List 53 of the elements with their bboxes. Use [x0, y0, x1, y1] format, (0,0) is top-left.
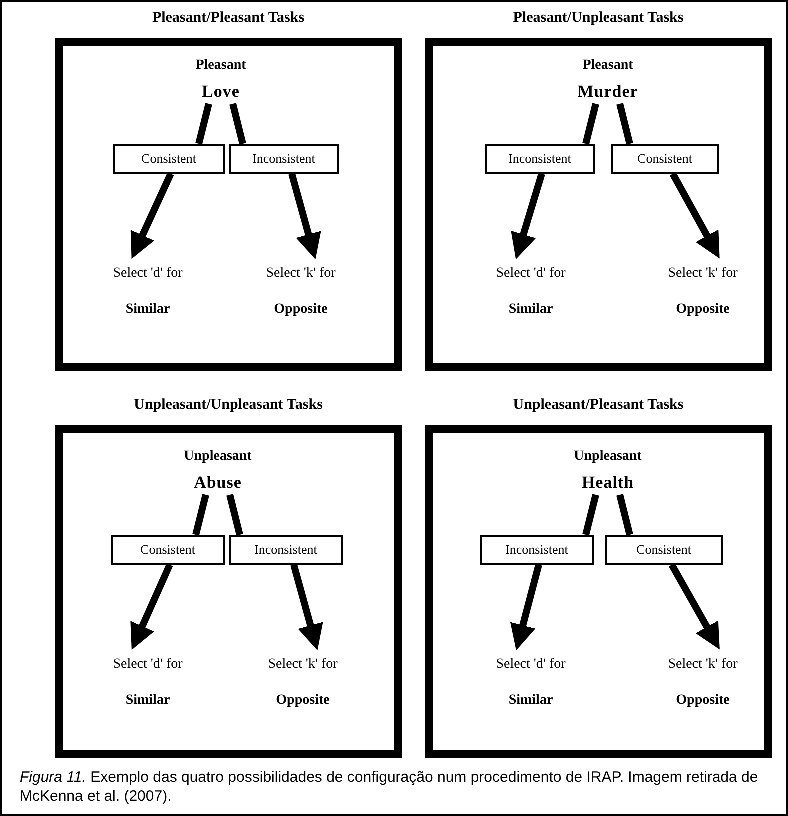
connector-line — [582, 494, 600, 536]
response-label: Opposite — [675, 302, 731, 318]
stimulus-word: Abuse — [193, 473, 243, 493]
arrow — [510, 564, 542, 651]
response-label: Similar — [508, 302, 554, 318]
instruction-text: Select 'k' for — [265, 266, 337, 282]
response-option-box: Consistent — [111, 535, 225, 565]
response-option-box: Inconsistent — [229, 144, 339, 174]
response-option-box: Inconsistent — [480, 535, 594, 565]
response-label: Opposite — [273, 302, 329, 318]
stimulus-word: Love — [201, 82, 241, 102]
response-label: Similar — [124, 302, 172, 318]
category-label: Pleasant — [194, 58, 248, 74]
stimulus-word: Murder — [576, 82, 640, 102]
response-label: Similar — [124, 693, 172, 709]
response-option-box: Consistent — [611, 144, 719, 174]
category-label: Pleasant — [582, 58, 634, 74]
panel-title: Unpleasant/Pleasant Tasks — [512, 397, 685, 414]
connector-line — [616, 494, 634, 536]
category-label: Unpleasant — [573, 449, 643, 465]
instruction-text: Select 'k' for — [667, 266, 739, 282]
panel-title: Pleasant/Pleasant Tasks — [151, 10, 306, 27]
figure-caption: Figura 11. Exemplo das quatro possibilidades de configuração num procedimento de IRAP. Imagem retirada de McKenna et al. (2007). — [20, 768, 760, 806]
response-label: Opposite — [675, 693, 731, 709]
arrow — [290, 564, 324, 651]
panel-title: Unpleasant/Unpleasant Tasks — [133, 397, 324, 414]
connector-line — [226, 494, 244, 536]
connector-line — [192, 494, 210, 536]
arrow — [668, 563, 720, 650]
instruction-text: Select 'd' for — [112, 266, 184, 282]
response-label: Similar — [508, 693, 554, 709]
response-label: Opposite — [275, 693, 331, 709]
arrow — [670, 172, 720, 259]
arrow — [288, 173, 322, 260]
arrow — [130, 172, 174, 260]
arrow — [511, 172, 546, 260]
connector-line — [230, 103, 246, 145]
arrow — [130, 564, 174, 650]
panel-title: Pleasant/Unpleasant Tasks — [512, 10, 685, 27]
connector-line — [616, 103, 634, 145]
response-option-box: Inconsistent — [485, 144, 595, 174]
response-option-box: Inconsistent — [229, 535, 343, 565]
stimulus-word: Health — [580, 473, 636, 493]
category-label: Unpleasant — [183, 449, 253, 465]
instruction-text: Select 'k' for — [667, 657, 739, 673]
instruction-text: Select 'd' for — [495, 266, 567, 282]
response-option-box: Consistent — [113, 144, 225, 174]
instruction-text: Select 'd' for — [112, 657, 184, 673]
connector-line — [196, 103, 212, 145]
connector-line — [582, 103, 600, 145]
instruction-text: Select 'd' for — [495, 657, 567, 673]
instruction-text: Select 'k' for — [267, 657, 339, 673]
response-option-box: Consistent — [605, 535, 723, 565]
